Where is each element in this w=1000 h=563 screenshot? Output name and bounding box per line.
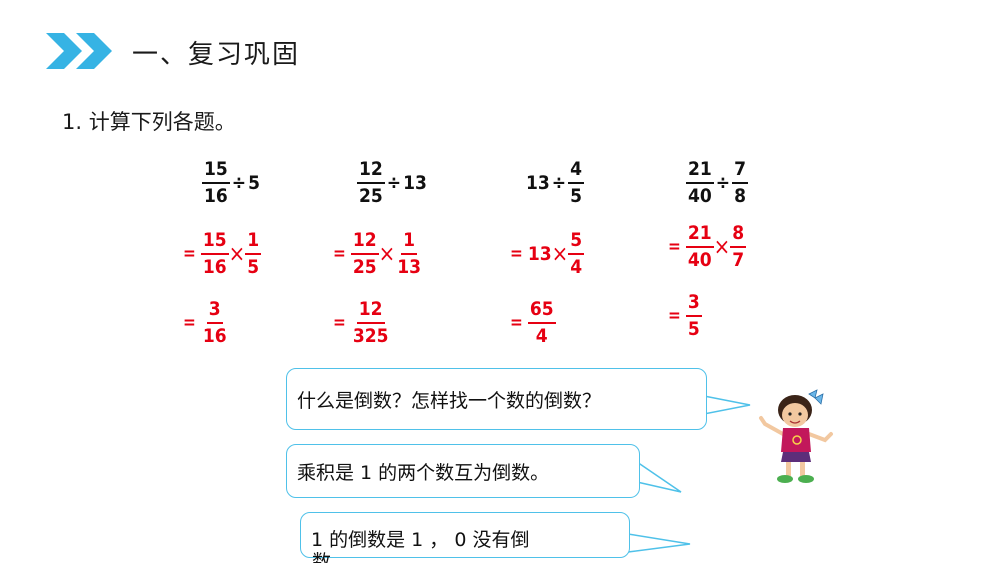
double-chevron-right-icon <box>46 33 112 69</box>
question-label: 1. 计算下列各题。 <box>62 110 236 134</box>
bubble-overflow-text: 数 <box>312 551 332 563</box>
bubble-reciprocal-one-text: 1 的倒数是 1 ， 0 没有倒 <box>311 529 530 551</box>
speech-bubble-reciprocal-one: 1 的倒数是 1 ， 0 没有倒 <box>300 512 630 558</box>
girl-character-icon <box>759 389 833 483</box>
bubble-tail-3 <box>627 533 691 553</box>
speech-bubble-definition: 乘积是 1 的两个数互为倒数。 <box>286 444 640 498</box>
speech-bubble-question: 什么是倒数？怎样找一个数的倒数？ <box>286 368 707 430</box>
bubble-tail-2 <box>636 460 682 493</box>
bubble-definition-text: 乘积是 1 的两个数互为倒数。 <box>297 461 550 484</box>
section-title: 一、复习巩固 <box>132 40 301 70</box>
bubble-tail-1 <box>703 395 751 415</box>
bubble-question-text: 什么是倒数？怎样找一个数的倒数？ <box>297 389 602 412</box>
